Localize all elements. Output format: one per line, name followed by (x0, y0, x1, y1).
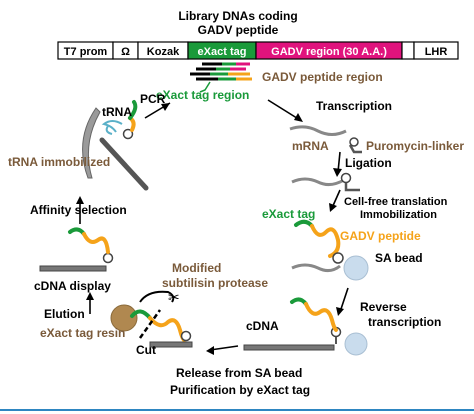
segment-exact-tag-label: eXact tag (198, 46, 247, 58)
elution-label: Elution (44, 307, 85, 321)
transcription-label: Transcription (316, 99, 392, 113)
puromycin-linker-label: Puromycin-linker (366, 139, 464, 153)
reverse-label: Reverse (360, 300, 407, 314)
cut-label: Cut (136, 343, 156, 357)
cdna-display-label: cDNA display (34, 279, 111, 293)
exact-tag-region-label: eXact tag region (156, 88, 249, 102)
subtilisin-label: subtilisin protease (162, 276, 268, 290)
title-line1: Library DNAs coding (178, 9, 297, 23)
arrow-release (209, 345, 239, 351)
affinity-selection-label: Affinity selection (30, 203, 127, 217)
transcription2-label: transcription (368, 315, 441, 329)
segment-kozak-label: Kozak (147, 46, 180, 58)
puromycin-linker (348, 137, 362, 154)
segment-t7-prom-label: T7 prom (64, 46, 108, 58)
library-fragments (190, 62, 252, 93)
modified-label: Modified (172, 261, 221, 275)
segment-omega-label: Ω (121, 46, 130, 58)
peptide-on-bead (291, 219, 369, 281)
exact-tag-resin-label: eXact tag resin (40, 326, 125, 340)
cell-free-label: Cell-free translation (344, 196, 448, 208)
release-label: Release from SA bead (176, 366, 302, 380)
pcr-label: PCR (140, 92, 166, 106)
gadv-peptide-region-label: GADV peptide region (262, 70, 383, 84)
mrna-label: mRNA (292, 139, 329, 153)
cdna-display-molecule (39, 227, 114, 272)
arrow-reverse-transcription (339, 287, 349, 313)
segment-lhr-label: LHR (425, 46, 448, 58)
sa-bead-label: SA bead (375, 251, 423, 265)
arrow-transcription (267, 99, 301, 121)
gadv-peptide-label: GADV peptide (340, 229, 421, 243)
purification-label: Purification by eXact tag (170, 383, 310, 397)
exact-tag-label: eXact tag (262, 207, 315, 221)
trna-immobilized-label: tRNA immobilized (8, 155, 110, 169)
ligation-label: Ligation (345, 156, 392, 170)
mrna-strand (289, 125, 347, 136)
cdna-on-bead (243, 297, 368, 356)
title-line2: GADV peptide (198, 23, 279, 37)
resin-cleavage: ✂ (110, 289, 193, 348)
immobilization-label: Immobilization (360, 209, 437, 221)
trna-immobilized (82, 100, 149, 191)
segment-lhr (413, 41, 459, 60)
segment-spacer (401, 41, 415, 60)
construct-bar: T7 prom Ω Kozak eXact tag GADV region (3… (57, 41, 459, 60)
ligated-mrna (291, 172, 360, 192)
segment-gadv-region-label: GADV region (30 A.A.) (271, 46, 387, 58)
cdna-label: cDNA (246, 319, 279, 333)
svg-text:✂: ✂ (168, 289, 180, 305)
trna-label: tRNA (102, 105, 132, 119)
